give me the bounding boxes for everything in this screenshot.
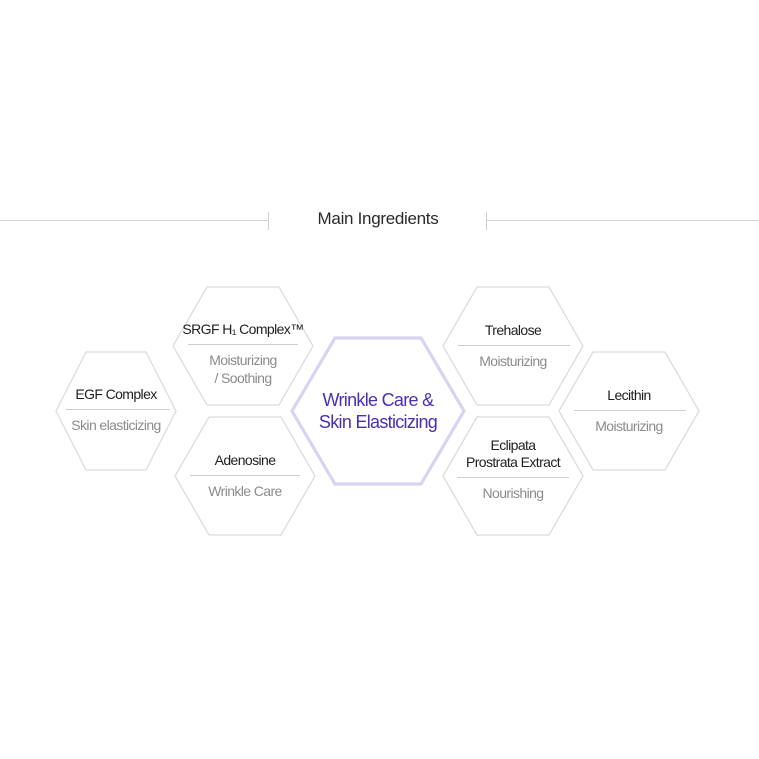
ingredient-effect: Moisturizing [595,418,663,434]
ingredient-name: Trehalose [484,322,542,338]
hex-egf-complex [55,351,177,471]
ingredient-adenosine: Adenosine Wrinkle Care [190,452,300,500]
ingredient-name: Prostrata Extract [465,454,561,470]
ingredient-effect: Moisturizing [479,353,547,369]
ingredient-name: Lecithin [607,387,651,403]
ingredient-divider [574,410,686,411]
hex-srgf-complex [172,286,314,406]
ingredient-divider [457,477,569,478]
ingredient-egf-complex: EGF Complex Skin elasticizing [66,386,170,434]
heading-rule-right [487,220,759,221]
hex-lecithin [558,351,700,471]
ingredient-trehalose: Trehalose Moisturizing [458,322,570,370]
ingredient-lecithin: Lecithin Moisturizing [574,387,686,435]
ingredient-effect: Skin elasticizing [71,417,161,433]
ingredient-divider [190,475,300,476]
hex-trehalose [442,286,584,406]
ingredient-name: Eclipata [490,437,536,453]
hex-adenosine [174,416,316,536]
heading-tick-left [268,212,269,230]
hex-center-benefit [290,336,466,486]
center-benefit-line2: Skin Elasticizing [318,412,438,432]
heading-tick-right [486,212,487,230]
heading-rule-left [0,220,268,221]
hex-eclipata [442,416,584,536]
ingredient-divider [458,345,570,346]
ingredient-divider [188,344,298,345]
ingredient-eclipata: Eclipata Prostrata Extract Nourishing [453,437,573,502]
page-title: Main Ingredients [317,209,439,228]
ingredient-effect: Wrinkle Care [208,483,282,499]
ingredient-divider [66,409,170,410]
ingredient-effect: Moisturizing [209,352,277,368]
center-benefit-line1: Wrinkle Care & [322,390,435,410]
ingredient-name: SRGF H₁ Complex™ [182,321,304,337]
center-benefit-text: Wrinkle Care & Skin Elasticizing [300,389,456,433]
ingredient-effect: Nourishing [482,485,545,501]
ingredient-name: EGF Complex [75,386,157,402]
ingredient-effect: / Soothing [214,370,272,386]
ingredient-srgf-complex: SRGF H₁ Complex™ Moisturizing / Soothing [178,321,308,387]
ingredient-name: Adenosine [214,452,276,468]
